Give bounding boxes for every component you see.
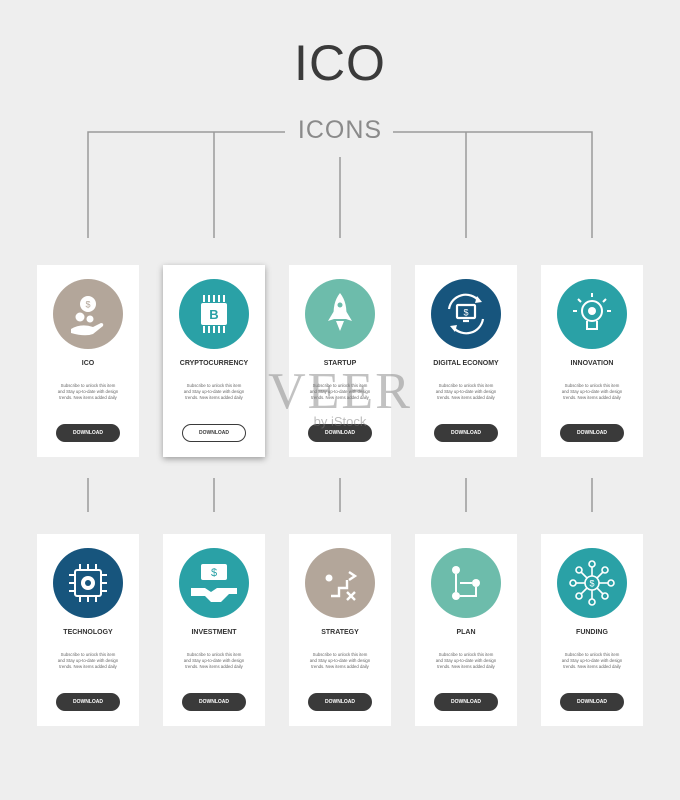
card-innovation: INNOVATION Subscribe to unlock this item…: [541, 265, 643, 457]
card-investment: $ INVESTMENT Subscribe to unlock this it…: [163, 534, 265, 726]
page-subtitle: ICONS: [297, 116, 383, 144]
connector-right: [393, 131, 593, 238]
chip-gear-icon: [53, 548, 123, 618]
bitcoin-chip-icon: B: [179, 279, 249, 349]
watermark-credit: by iStock: [313, 414, 367, 429]
card-description: Subscribe to unlock this item and Stay u…: [57, 383, 119, 400]
plan-flow-icon: [431, 548, 501, 618]
card-title: ICO: [81, 360, 95, 367]
download-button[interactable]: DOWNLOAD: [308, 693, 372, 711]
download-button[interactable]: DOWNLOAD: [56, 424, 120, 442]
watermark-brand: VEER: [268, 363, 412, 420]
rocket-icon: [305, 279, 375, 349]
download-button[interactable]: DOWNLOAD: [434, 424, 498, 442]
card-plan: PLAN Subscribe to unlock this item and S…: [415, 534, 517, 726]
card-funding: $ FUNDING Subscribe to unlock this item …: [541, 534, 643, 726]
download-button[interactable]: DOWNLOAD: [182, 424, 246, 442]
svg-text:$: $: [85, 300, 90, 310]
card-description: Subscribe to unlock this item and Stay u…: [57, 652, 119, 669]
card-digital-economy: $ DIGITAL ECONOMY Subscribe to unlock th…: [415, 265, 517, 457]
card-description: Subscribe to unlock this item and Stay u…: [561, 383, 623, 400]
strategy-icon: [305, 548, 375, 618]
card-title: INNOVATION: [570, 360, 614, 367]
download-button[interactable]: DOWNLOAD: [56, 693, 120, 711]
card-title: CRYPTOCURRENCY: [179, 360, 249, 367]
card-title: PLAN: [456, 629, 476, 636]
download-button[interactable]: DOWNLOAD: [560, 693, 624, 711]
card-description: Subscribe to unlock this item and Stay u…: [183, 652, 245, 669]
lightbulb-gear-icon: [557, 279, 627, 349]
handshake-money-icon: $: [179, 548, 249, 618]
card-ico: $ ICO Subscribe to unlock this item and …: [37, 265, 139, 457]
card-strategy: STRATEGY Subscribe to unlock this item a…: [289, 534, 391, 726]
card-title: FUNDING: [576, 629, 608, 636]
download-button[interactable]: DOWNLOAD: [434, 693, 498, 711]
page-title: ICO: [294, 35, 386, 91]
card-description: Subscribe to unlock this item and Stay u…: [309, 383, 371, 400]
card-description: Subscribe to unlock this item and Stay u…: [561, 652, 623, 669]
card-title: STRATEGY: [321, 629, 359, 636]
card-description: Subscribe to unlock this item and Stay u…: [435, 383, 497, 400]
svg-text:B: B: [209, 307, 218, 322]
card-technology: TECHNOLOGY Subscribe to unlock this item…: [37, 534, 139, 726]
card-title: STARTUP: [323, 360, 357, 367]
card-description: Subscribe to unlock this item and Stay u…: [435, 652, 497, 669]
card-title: DIGITAL ECONOMY: [433, 360, 499, 367]
card-title: INVESTMENT: [191, 629, 237, 636]
svg-text:$: $: [211, 567, 217, 579]
card-description: Subscribe to unlock this item and Stay u…: [183, 383, 245, 400]
card-cryptocurrency: B CRYPTOCURRENCY Subscribe to unlock thi…: [163, 265, 265, 457]
card-startup: STARTUP Subscribe to unlock this item an…: [289, 265, 391, 457]
hand-coins-icon: $: [53, 279, 123, 349]
card-description: Subscribe to unlock this item and Stay u…: [309, 652, 371, 669]
download-button[interactable]: DOWNLOAD: [560, 424, 624, 442]
download-button[interactable]: DOWNLOAD: [182, 693, 246, 711]
svg-text:$: $: [589, 579, 594, 589]
download-button[interactable]: DOWNLOAD: [308, 424, 372, 442]
funding-network-icon: $: [557, 548, 627, 618]
digital-economy-icon: $: [431, 279, 501, 349]
connector-left: [87, 131, 285, 238]
svg-text:$: $: [463, 308, 468, 318]
card-title: TECHNOLOGY: [63, 629, 113, 636]
